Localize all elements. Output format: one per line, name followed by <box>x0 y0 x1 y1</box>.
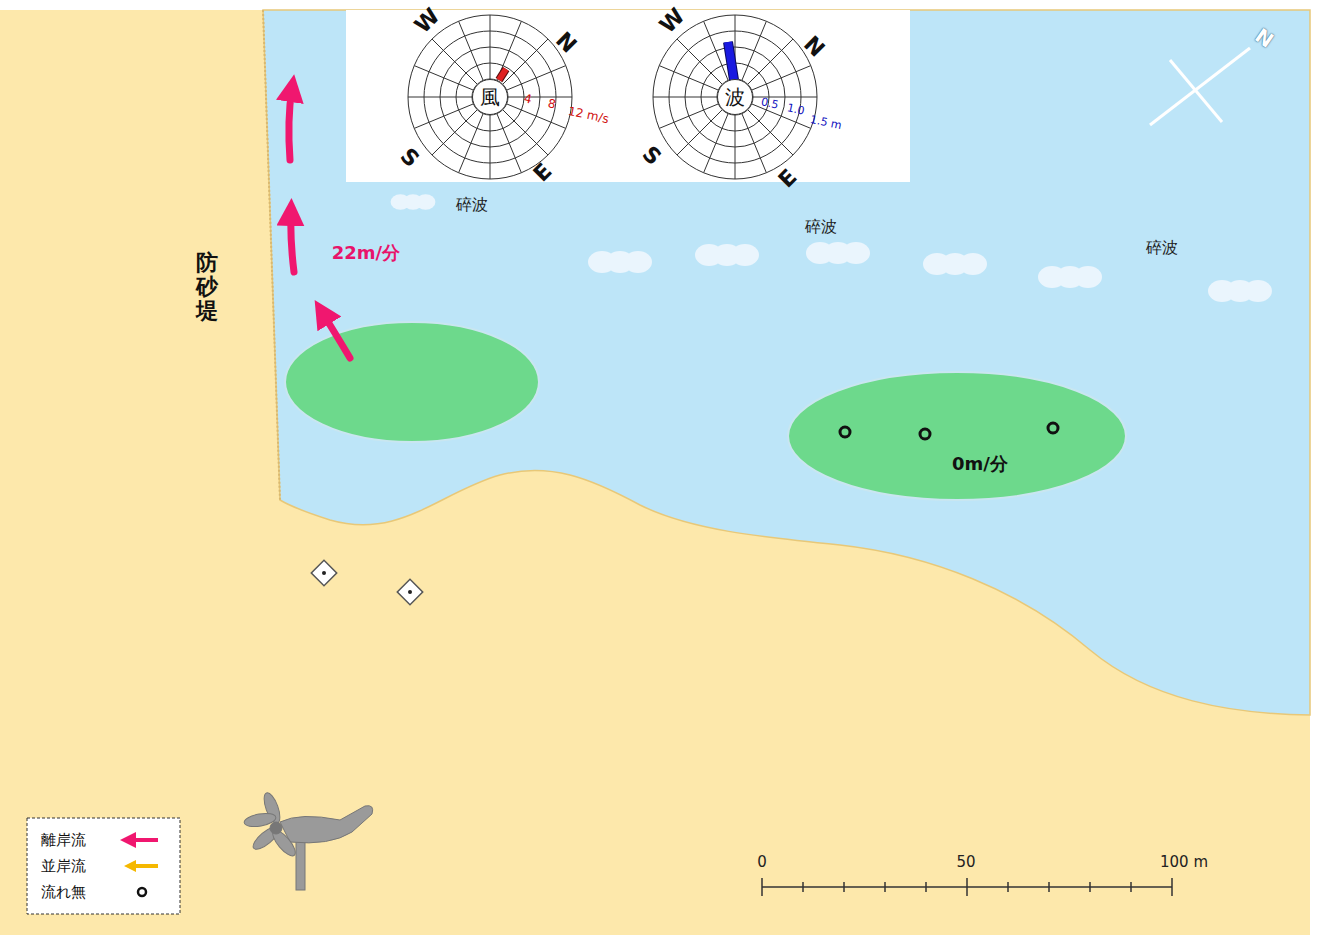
wind-bar <box>499 69 506 80</box>
legend-text: 並岸流 <box>41 857 86 876</box>
rose-spoke <box>497 114 521 173</box>
rose-spoke <box>503 39 548 84</box>
rose-spoke <box>704 114 728 173</box>
rose-spoke <box>742 21 766 80</box>
rose-spoke <box>748 39 793 84</box>
rose-spoke <box>659 66 718 90</box>
rose-center: 風 <box>472 79 508 115</box>
shoal-shape <box>788 372 1126 500</box>
scale-tick <box>1007 882 1009 892</box>
wave-puff <box>842 242 870 264</box>
shoal-ellipse <box>786 370 1128 502</box>
wave-puff <box>1074 266 1102 288</box>
windmill <box>243 791 372 890</box>
no-flow-mark <box>1048 423 1058 433</box>
rose-spoke <box>659 104 718 128</box>
rose-spoke <box>432 39 477 84</box>
no-flow-mark <box>920 429 930 439</box>
marker-dot <box>322 571 326 575</box>
breaking-waves <box>391 194 1272 302</box>
wave-bar <box>728 42 734 80</box>
rose-spoke <box>490 115 491 179</box>
scale-tick <box>1130 882 1132 892</box>
scale-bar <box>762 878 1172 896</box>
compass-roses <box>408 15 817 179</box>
shoal-node: 0m/分 <box>786 370 1128 502</box>
rose-spoke <box>677 39 722 84</box>
north-symbol <box>1150 48 1250 125</box>
rose-spoke <box>742 114 766 173</box>
rose-ring <box>472 79 508 115</box>
legend-rip-arrow <box>128 838 158 842</box>
wave-puff <box>624 251 652 273</box>
rose-title: 風 <box>480 84 500 111</box>
breakwater-edge <box>263 10 280 500</box>
wind-bar-outline <box>499 69 506 80</box>
scale-tick <box>966 878 968 896</box>
legend-long-head <box>124 860 136 872</box>
breakwater-label: 防砂堤 <box>196 251 218 324</box>
wave-puff <box>731 244 759 266</box>
legend-text: 流れ無 <box>41 883 86 902</box>
scale-label: 0 <box>757 853 767 871</box>
rose-spoke <box>432 110 477 155</box>
wave-puff <box>1244 280 1272 302</box>
rose-spoke <box>414 104 473 128</box>
scale-tick <box>1089 882 1091 892</box>
rose-spoke <box>490 15 491 79</box>
scale-label: 100 m <box>1160 853 1208 871</box>
rose-spoke <box>748 110 793 155</box>
rose-spoke <box>653 97 717 98</box>
rose-spoke <box>459 21 483 80</box>
current-speed: 22m/分 <box>332 241 400 265</box>
wave-label: 碎波 <box>805 217 837 238</box>
rose-ring <box>653 15 817 179</box>
rose-spoke <box>459 114 483 173</box>
marker-dot <box>408 590 412 594</box>
current-speed: 0m/分 <box>952 452 1008 476</box>
scale-label: 50 <box>956 853 975 871</box>
scale-tick <box>1048 882 1050 892</box>
scale-tick <box>802 882 804 892</box>
sand <box>0 10 1310 935</box>
wave-label: 碎波 <box>456 195 488 216</box>
wave-label: 碎波 <box>1146 238 1178 259</box>
rose-spoke <box>408 97 472 98</box>
rose-spoke <box>508 97 572 98</box>
rose-spoke <box>507 66 566 90</box>
rose-spoke <box>677 110 722 155</box>
rose-spoke <box>507 104 566 128</box>
rose-ring <box>408 15 572 179</box>
wave-puff <box>959 253 987 275</box>
markers <box>311 560 422 604</box>
rose-spoke <box>497 21 521 80</box>
wave-puff <box>416 194 436 209</box>
scale-tick <box>1171 878 1173 896</box>
no-flow-mark <box>840 427 850 437</box>
sea <box>263 10 1310 715</box>
rip-current-arrows <box>289 88 350 358</box>
rose-center: 波 <box>717 79 753 115</box>
scale-tick <box>884 882 886 892</box>
rose-spoke <box>503 110 548 155</box>
wave-bar-outline <box>728 42 734 80</box>
rose-spoke <box>414 66 473 90</box>
rose-spoke <box>735 115 736 179</box>
scale-tick <box>761 878 763 896</box>
shoal <box>285 322 539 442</box>
rose-panel <box>346 10 910 182</box>
rose-ring <box>717 79 753 115</box>
scale-tick <box>843 882 845 892</box>
scale-tick <box>925 882 927 892</box>
legend-box <box>27 818 180 914</box>
rose-spoke <box>752 66 811 90</box>
legend-none-circle <box>138 888 146 896</box>
rose-title: 波 <box>725 84 745 111</box>
legend-text: 離岸流 <box>41 831 86 850</box>
